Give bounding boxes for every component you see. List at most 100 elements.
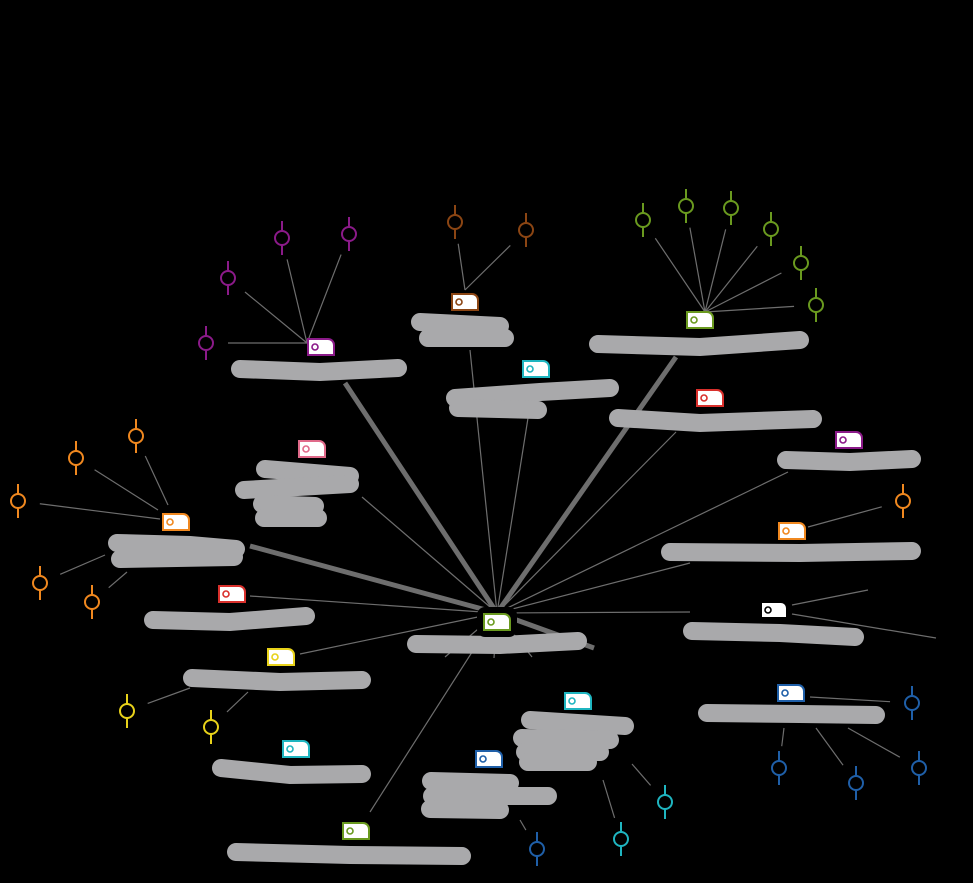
- pin-circle: [808, 297, 824, 313]
- edge-line: [306, 254, 342, 344]
- pin-icon: [763, 212, 779, 246]
- pin-icon: [128, 419, 144, 453]
- edge-line: [94, 469, 159, 511]
- pin-circle: [198, 335, 214, 351]
- tag-hole: [346, 827, 354, 835]
- tag-hole: [526, 365, 534, 373]
- redacted-label: [421, 800, 509, 819]
- pin-circle: [518, 222, 534, 238]
- redacted-label: [212, 759, 371, 785]
- edge-line: [496, 417, 529, 614]
- edge-line: [654, 237, 706, 313]
- redacted-label: [231, 359, 407, 382]
- edge-line: [704, 305, 795, 313]
- edge-line: [689, 227, 706, 313]
- redacted-label: [108, 534, 245, 558]
- pin-icon: [119, 694, 135, 728]
- pin-circle: [911, 760, 927, 776]
- redacted-label: [698, 704, 885, 724]
- edge-line: [815, 727, 844, 766]
- pin-circle: [678, 198, 694, 214]
- redacted-label: [411, 313, 509, 335]
- tag-body: [760, 601, 788, 619]
- tag-body: [475, 750, 503, 768]
- pin-circle: [635, 212, 651, 228]
- redacted-label: [683, 622, 864, 646]
- pin-circle: [771, 760, 787, 776]
- pin-circle: [793, 255, 809, 271]
- tag-hole: [487, 618, 495, 626]
- edge-line: [847, 727, 901, 758]
- pin-icon: [220, 261, 236, 295]
- edge-line: [704, 229, 727, 313]
- tag-hole: [166, 518, 174, 526]
- redacted-label: [777, 450, 921, 472]
- redacted-label: [235, 475, 359, 499]
- tag-body: [218, 585, 246, 603]
- redacted-label: [609, 409, 822, 433]
- pin-icon: [895, 484, 911, 518]
- tag-icon: [282, 740, 310, 758]
- redacted-label: [449, 399, 547, 419]
- tag-body: [162, 513, 190, 531]
- pin-icon: [68, 441, 84, 475]
- pin-icon: [447, 205, 463, 239]
- pin-circle: [763, 221, 779, 237]
- tag-icon: [477, 607, 517, 637]
- leaf-nodes: [10, 189, 927, 866]
- tag-hole: [690, 316, 698, 324]
- pin-circle: [447, 214, 463, 230]
- redacted-label: [589, 331, 809, 357]
- tag-icon: [307, 338, 335, 356]
- pin-circle: [68, 450, 84, 466]
- edge-line: [496, 562, 691, 614]
- edge-line: [807, 506, 882, 528]
- pin-icon: [904, 686, 920, 720]
- edge-line: [59, 554, 106, 575]
- edge-line: [144, 455, 169, 506]
- redacted-labels: [108, 313, 921, 865]
- pin-circle: [657, 794, 673, 810]
- pin-icon: [10, 484, 26, 518]
- pin-circle: [723, 200, 739, 216]
- tag-icon: [835, 431, 863, 449]
- pin-icon: [911, 751, 927, 785]
- tag-body: [298, 440, 326, 458]
- redacted-label: [256, 460, 359, 485]
- edge-line: [249, 543, 498, 616]
- pin-circle: [613, 831, 629, 847]
- tag-icon: [267, 648, 295, 666]
- tag-icon: [777, 684, 805, 702]
- tag-body: [564, 692, 592, 710]
- tag-icon: [451, 293, 479, 311]
- redacted-label: [446, 379, 619, 407]
- pin-icon: [613, 822, 629, 856]
- tag-body: [778, 522, 806, 540]
- tag-icon: [162, 513, 190, 531]
- redacted-label: [227, 843, 471, 865]
- tag-icon: [342, 822, 370, 840]
- redacted-label: [661, 542, 921, 563]
- tag-hole: [222, 590, 230, 598]
- tag-body: [835, 431, 863, 449]
- pin-icon: [203, 710, 219, 744]
- edge-line: [704, 245, 758, 313]
- pin-icon: [198, 326, 214, 360]
- tag-body: [342, 822, 370, 840]
- pin-circle: [203, 719, 219, 735]
- edge-line: [496, 611, 691, 614]
- redacted-label: [183, 669, 371, 692]
- pin-icon: [678, 189, 694, 223]
- edge-line: [147, 687, 191, 705]
- edge-line: [361, 496, 498, 614]
- pin-circle: [119, 703, 135, 719]
- pin-icon: [529, 832, 545, 866]
- edge-line: [342, 381, 500, 615]
- tag-hole: [286, 745, 294, 753]
- tag-hole: [781, 689, 789, 697]
- edge-line: [791, 613, 937, 639]
- tag-body: [451, 293, 479, 311]
- pin-circle: [341, 226, 357, 242]
- pin-icon: [84, 585, 100, 619]
